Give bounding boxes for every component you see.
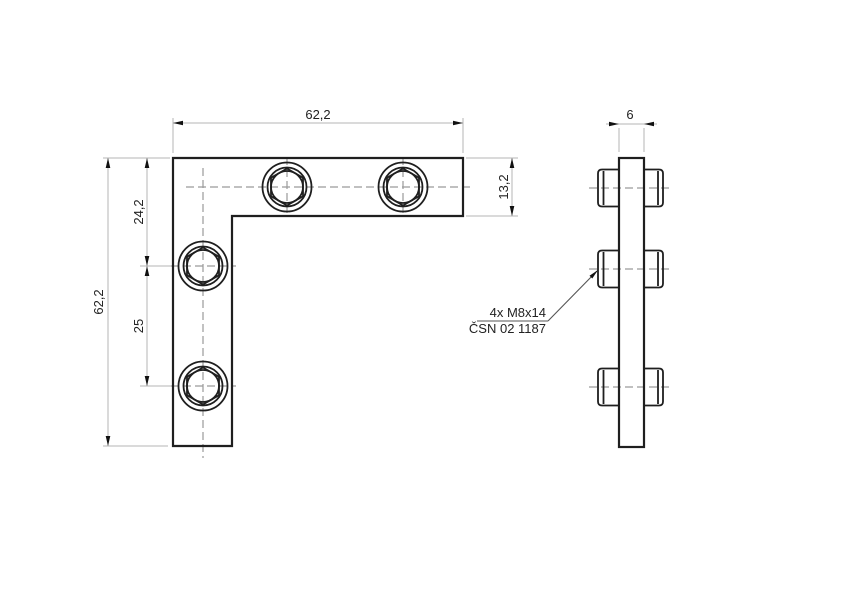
extension-lines	[103, 118, 518, 447]
dim-plate-thickness: 6	[626, 107, 633, 122]
bolt-bottom	[597, 367, 664, 407]
dim-first-hole-offset: 24,2	[131, 199, 146, 224]
dim-arm-height: 13,2	[496, 174, 511, 199]
screw-spec-label: 4x M8x14	[490, 305, 546, 320]
screw-hole-bottom	[177, 360, 229, 412]
standard-label: ČSN 02 1187	[469, 321, 546, 336]
screw-hole-top-right	[377, 161, 429, 213]
centerlines	[171, 157, 471, 458]
dim-top-width: 62,2	[305, 107, 330, 122]
bolt-middle	[597, 249, 664, 289]
plate-outline	[617, 156, 646, 449]
bolt-top	[597, 168, 664, 208]
screw-hole-middle	[177, 240, 229, 292]
bracket-outline	[171, 156, 465, 448]
leader-annotation: 4x M8x14 ČSN 02 1187	[469, 270, 598, 336]
dimension-arrows	[105, 120, 515, 446]
front-view: 62,2 62,2 24,2 25 13,2	[91, 107, 518, 458]
dim-hole-spacing: 25	[131, 319, 146, 333]
leader-arrow	[589, 270, 598, 279]
side-view: 6	[589, 107, 672, 449]
dim-left-height: 62,2	[91, 289, 106, 314]
screw-hole-top-left	[261, 161, 313, 213]
thickness-dimension	[606, 121, 657, 152]
dimension-lines	[107, 122, 513, 446]
